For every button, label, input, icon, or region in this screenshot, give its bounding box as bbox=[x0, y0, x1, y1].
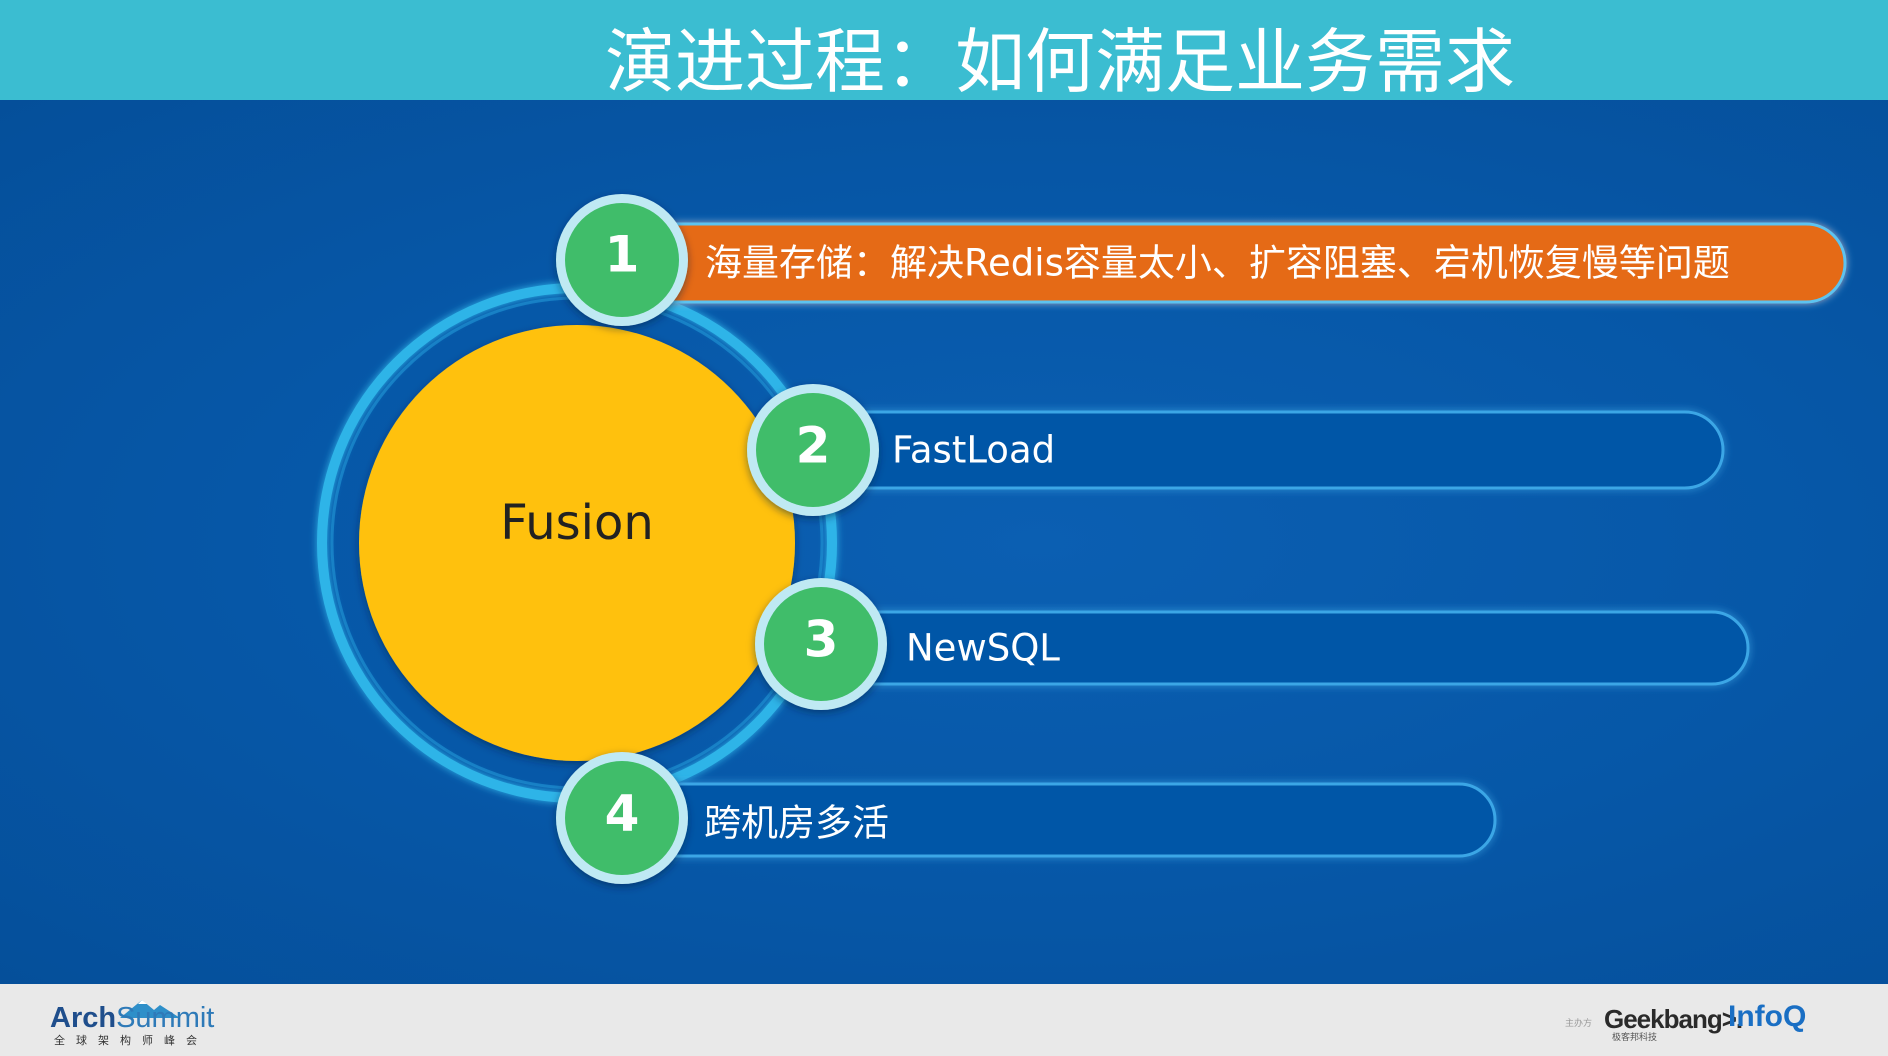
item-3-text: NewSQL bbox=[906, 627, 1060, 670]
archsummit-logo: ArchSummit 全球架构师峰会 bbox=[50, 1000, 220, 1050]
item-4-number: 4 bbox=[605, 785, 640, 843]
item-1-number: 1 bbox=[605, 226, 640, 284]
item-2-text: FastLoad bbox=[892, 429, 1055, 472]
infoq-logo: InfoQ bbox=[1728, 1000, 1807, 1033]
item-4-text: 跨机房多活 bbox=[704, 802, 889, 845]
item-1-text: 海量存储：解决Redis容量太小、扩容阻塞、宕机恢复慢等问题 bbox=[705, 242, 1730, 285]
hub-circle bbox=[359, 325, 795, 761]
geekbang-subtitle: 极客邦科技 bbox=[1612, 1033, 1658, 1043]
slide-footer bbox=[0, 984, 1888, 1056]
item-3-number: 3 bbox=[804, 611, 839, 669]
item-4-badge bbox=[556, 752, 688, 884]
item-2-badge bbox=[747, 384, 879, 516]
archsummit-wordmark: ArchSummit bbox=[50, 1002, 215, 1034]
slide-title: 演进过程：如何满足业务需求 bbox=[605, 21, 1515, 103]
hub-label: Fusion bbox=[500, 495, 654, 551]
item-2-number: 2 bbox=[796, 417, 831, 475]
archsummit-subtitle: 全球架构师峰会 bbox=[54, 1034, 208, 1047]
sponsor-label: 主办方 bbox=[1565, 1019, 1593, 1029]
mountain-icon bbox=[120, 1000, 180, 1018]
geekbang-logo: Geekbang>. bbox=[1604, 1004, 1743, 1034]
slide-header bbox=[0, 0, 1888, 100]
item-1-badge bbox=[556, 194, 688, 326]
item-3-badge bbox=[755, 578, 887, 710]
